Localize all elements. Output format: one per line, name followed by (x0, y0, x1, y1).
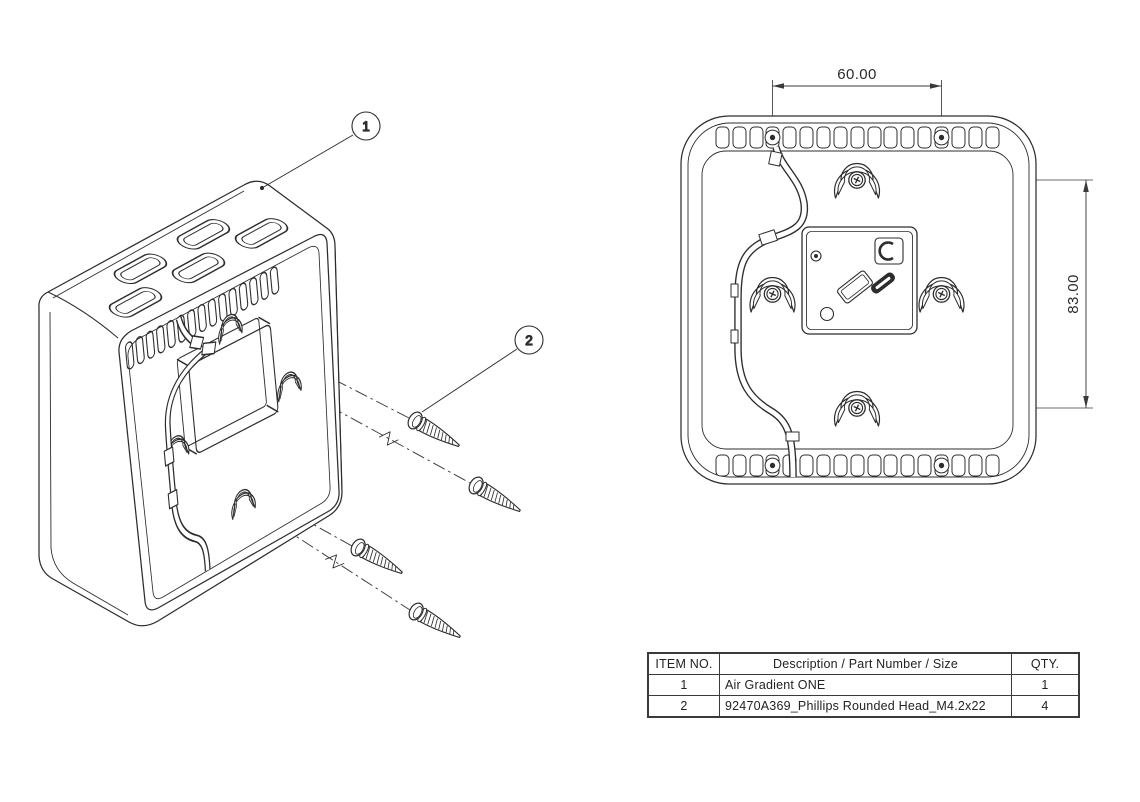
break-mark (323, 550, 347, 573)
dimension-width: 60.00 (772, 66, 942, 89)
bom-row-1-item: 1 (647, 674, 720, 696)
bom-row-2-qty: 4 (1011, 695, 1080, 718)
screw-boss (933, 129, 950, 146)
screw-icon (347, 535, 407, 582)
bom-header-qty: QTY. (1011, 652, 1080, 675)
led-hole (810, 250, 822, 262)
screw-icon (404, 408, 464, 455)
isometric-view: 1 2 (38, 111, 544, 646)
dimension-height-label: 83.00 (1065, 274, 1082, 314)
bom-row-1-qty: 1 (1011, 674, 1080, 696)
break-mark (377, 427, 401, 450)
balloon-1: 1 (259, 111, 381, 191)
balloon-2-label: 2 (525, 333, 533, 348)
bom-row-1-description: Air Gradient ONE (719, 674, 1012, 696)
sensor-module (801, 226, 918, 335)
screw-boss (933, 457, 950, 474)
dimension-width-label: 60.00 (837, 66, 877, 83)
screw-boss (764, 457, 781, 474)
back-view: 60.00 83.00 (680, 66, 1093, 485)
balloon-2: 2 (421, 325, 544, 413)
bom-table: ITEM NO. Description / Part Number / Siz… (647, 652, 1080, 718)
dimension-height: 83.00 (1065, 180, 1089, 408)
bom-row-2: 2 92470A369_Phillips Rounded Head_M4.2x2… (647, 695, 1080, 718)
usb-c-port (871, 272, 895, 294)
cable (163, 315, 217, 572)
balloon-1-label: 1 (362, 119, 370, 134)
bom-header-row: ITEM NO. Description / Part Number / Siz… (647, 652, 1080, 675)
screw-icon (405, 599, 465, 646)
vent-row-bottom (715, 454, 1000, 477)
top-face-vents (108, 218, 289, 318)
bom-row-1: 1 Air Gradient ONE 1 (647, 674, 1080, 696)
sensor-window (837, 270, 873, 304)
cable (730, 145, 809, 478)
screw-icon (465, 473, 525, 520)
bom-header-description: Description / Part Number / Size (719, 652, 1012, 675)
button-hole (819, 306, 835, 322)
buzzer (874, 237, 904, 265)
screw-boss (764, 129, 781, 146)
vent-row-top (715, 126, 1000, 149)
bom-row-2-item: 2 (647, 695, 720, 718)
bom-row-2-description: 92470A369_Phillips Rounded Head_M4.2x22 (719, 695, 1012, 718)
bom-header-item: ITEM NO. (647, 652, 720, 675)
mount-plate-opening (176, 316, 279, 455)
